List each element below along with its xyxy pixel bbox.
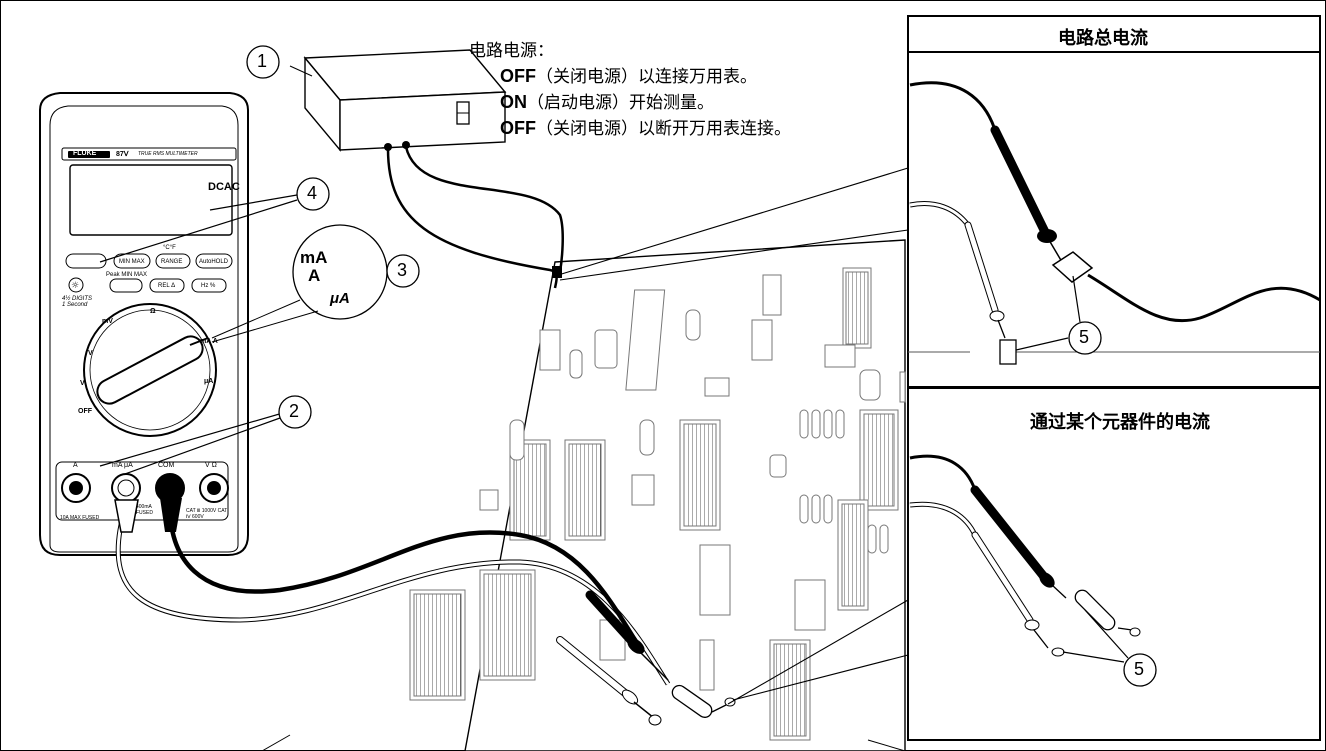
backlight-button xyxy=(68,277,84,293)
ma-fuse-label: 400mA FUSED xyxy=(136,504,153,516)
step-key: ON xyxy=(500,92,527,112)
dial-ua-label: μA xyxy=(204,378,214,385)
a-fuse-label: 10A MAX FUSED xyxy=(60,515,100,521)
top-inset xyxy=(907,15,1321,388)
dial-ohm-label: Ω xyxy=(150,308,156,315)
jack-a-label: A xyxy=(73,462,78,469)
rel-label: REL Δ xyxy=(158,283,176,289)
callout-3: 3 xyxy=(397,260,408,280)
digits-sub-label: 1 Second xyxy=(62,302,88,308)
minmax-label: MIN MAX xyxy=(119,259,145,265)
instruction-step: ON（启动电源）开始测量。 xyxy=(500,88,714,113)
jack-v-label: V Ω xyxy=(205,462,217,469)
step-text: （关闭电源）以断开万用表连接。 xyxy=(536,119,791,138)
callout-1: 1 xyxy=(257,51,268,71)
step-key: OFF xyxy=(500,66,536,86)
step-text: （关闭电源）以连接万用表。 xyxy=(536,67,757,86)
hz-button xyxy=(191,278,227,293)
autohold-button xyxy=(195,253,233,269)
supply-terminal xyxy=(384,143,392,151)
dial-off-label: OFF xyxy=(78,408,92,415)
svg-text:☼: ☼ xyxy=(71,281,79,291)
hz-label: Hz % xyxy=(201,283,216,289)
power-supply xyxy=(289,49,507,152)
rel-button xyxy=(149,278,185,293)
beeper-button xyxy=(109,278,143,293)
autohold-label: AutoHOLD xyxy=(199,259,229,265)
dial-vdc-label: V xyxy=(88,350,93,357)
bottom-inset xyxy=(907,387,1321,741)
callout-4: 4 xyxy=(307,183,318,203)
callout-2: 2 xyxy=(289,401,300,421)
instruction-step: OFF（关闭电源）以断开万用表连接。 xyxy=(500,114,791,139)
minmax-button xyxy=(113,253,151,269)
multimeter: ☼ xyxy=(39,92,249,556)
callout-5-top-circle xyxy=(1068,321,1102,355)
dial-mv-label: mV xyxy=(102,318,113,325)
jack-ma-label: mA μA xyxy=(112,462,133,469)
supply-terminal xyxy=(402,141,410,149)
callout-1-circle xyxy=(246,45,280,79)
range-button xyxy=(155,253,191,269)
instruction-step: OFF（关闭电源）以连接万用表。 xyxy=(500,62,757,87)
callout-5-bottom-circle xyxy=(1123,653,1157,687)
bottom-inset-title: 通过某个元器件的电流 xyxy=(1030,412,1210,432)
lcd-text: DCAC xyxy=(208,181,240,193)
step-text: （启动电源）开始测量。 xyxy=(527,93,714,112)
callout-4-circle xyxy=(296,177,330,211)
callout-5-bottom: 5 xyxy=(1134,659,1145,679)
range-label: RANGE xyxy=(161,259,183,265)
peak-label: Peak MIN MAX xyxy=(106,272,148,278)
dial-vac-label: V xyxy=(80,380,85,387)
top-inset-title: 电路总电流 xyxy=(1058,28,1148,48)
zoom-ma-label: mA xyxy=(300,248,328,267)
com-jack xyxy=(155,473,185,503)
yellow-button xyxy=(65,253,107,269)
meter-brand: FLUKE xyxy=(73,150,97,157)
zoom-ua-label: μA xyxy=(330,290,350,307)
instructions-title: 电路电源： xyxy=(469,41,554,60)
callout-3-circle xyxy=(386,254,420,288)
meter-subtitle: TRUE RMS MULTIMETER xyxy=(138,151,198,157)
digits-label: 4½ DIGITS xyxy=(62,296,93,302)
cat-label: CAT Ⅲ 1000V CAT Ⅳ 600V xyxy=(186,508,228,520)
jack-com-label: COM xyxy=(158,462,175,469)
step-key: OFF xyxy=(500,118,536,138)
temp-unit-label: °C°F xyxy=(163,245,176,251)
lcd-display xyxy=(69,164,233,236)
zoom-a-label: A xyxy=(308,266,321,285)
callout-5-top: 5 xyxy=(1079,327,1090,347)
callout-2-circle xyxy=(278,395,312,429)
circuit-board xyxy=(261,239,906,751)
meter-model: 87Ⅴ xyxy=(116,151,129,158)
dial-ma-label: mA A xyxy=(200,338,218,345)
